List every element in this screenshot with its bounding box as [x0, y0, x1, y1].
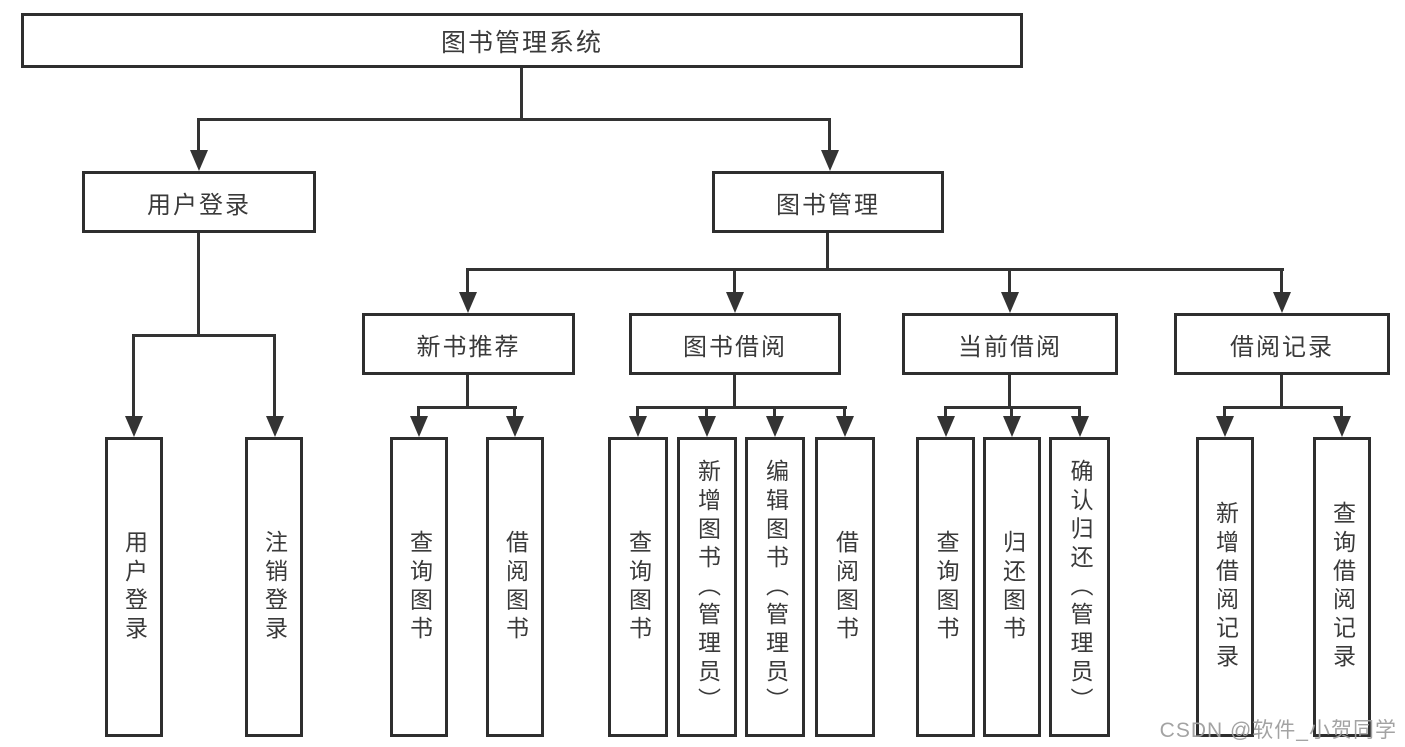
watermark-text: CSDN @软件_小贺同学	[1159, 719, 1397, 742]
connector-line	[1340, 406, 1343, 418]
connector-line	[1008, 268, 1011, 294]
connector-line	[826, 233, 829, 270]
connector-line	[1223, 406, 1226, 418]
connector-line	[1008, 375, 1011, 408]
connector-line	[197, 118, 200, 152]
arrow-down-icon	[1003, 416, 1021, 437]
connector-line	[513, 406, 516, 418]
connector-line	[636, 406, 639, 418]
connector-line	[1078, 406, 1081, 418]
arrow-down-icon	[629, 416, 647, 437]
leaf-borrow-books: 借阅图书	[486, 437, 544, 737]
node-library-system: 图书管理系统	[21, 13, 1023, 68]
connector-line	[944, 406, 947, 418]
connector-line	[132, 334, 135, 418]
connector-line	[273, 334, 276, 418]
connector-line	[828, 118, 831, 152]
connector-line	[1280, 375, 1283, 408]
connector-line	[197, 233, 200, 337]
arrow-down-icon	[459, 292, 477, 313]
arrow-down-icon	[1273, 292, 1291, 313]
arrow-down-icon	[937, 416, 955, 437]
node-new-book-recommend: 新书推荐	[362, 313, 575, 375]
arrow-down-icon	[1216, 416, 1234, 437]
connector-line	[636, 406, 847, 409]
leaf-return-books: 归还图书	[983, 437, 1041, 737]
leaf-logout: 注销登录	[245, 437, 303, 737]
arrow-down-icon	[698, 416, 716, 437]
node-book-management: 图书管理	[712, 171, 944, 233]
arrow-down-icon	[766, 416, 784, 437]
leaf-user-login: 用户登录	[105, 437, 163, 737]
arrow-down-icon	[1071, 416, 1089, 437]
leaf-edit-book-admin: 编辑图书（管理员）	[745, 437, 805, 737]
leaf-confirm-return-admin: 确认归还（管理员）	[1049, 437, 1110, 737]
connector-line	[417, 406, 517, 409]
connector-line	[197, 118, 831, 121]
connector-line	[773, 406, 776, 418]
node-current-borrowing: 当前借阅	[902, 313, 1118, 375]
leaf-query-books: 查询图书	[608, 437, 668, 737]
arrow-down-icon	[1001, 292, 1019, 313]
connector-line	[132, 334, 276, 337]
leaf-borrow-books: 借阅图书	[815, 437, 875, 737]
arrow-down-icon	[410, 416, 428, 437]
connector-line	[466, 268, 1284, 271]
connector-line	[1010, 406, 1013, 418]
connector-line	[705, 406, 708, 418]
connector-line	[466, 268, 469, 294]
leaf-query-books: 查询图书	[390, 437, 448, 737]
node-borrowing-records: 借阅记录	[1174, 313, 1390, 375]
connector-line	[466, 375, 469, 408]
leaf-add-book-admin: 新增图书（管理员）	[677, 437, 737, 737]
leaf-add-borrow-record: 新增借阅记录	[1196, 437, 1254, 737]
arrow-down-icon	[190, 150, 208, 171]
arrow-down-icon	[726, 292, 744, 313]
node-book-borrowing: 图书借阅	[629, 313, 841, 375]
leaf-query-books: 查询图书	[916, 437, 975, 737]
connector-line	[520, 68, 523, 120]
node-user-login: 用户登录	[82, 171, 316, 233]
connector-line	[1280, 268, 1283, 294]
arrow-down-icon	[506, 416, 524, 437]
connector-line	[417, 406, 420, 418]
connector-line	[733, 375, 736, 408]
arrow-down-icon	[821, 150, 839, 171]
arrow-down-icon	[125, 416, 143, 437]
arrow-down-icon	[1333, 416, 1351, 437]
arrow-down-icon	[266, 416, 284, 437]
connector-line	[1223, 406, 1343, 409]
arrow-down-icon	[836, 416, 854, 437]
connector-line	[733, 268, 736, 294]
leaf-query-borrow-record: 查询借阅记录	[1313, 437, 1371, 737]
connector-line	[843, 406, 846, 418]
